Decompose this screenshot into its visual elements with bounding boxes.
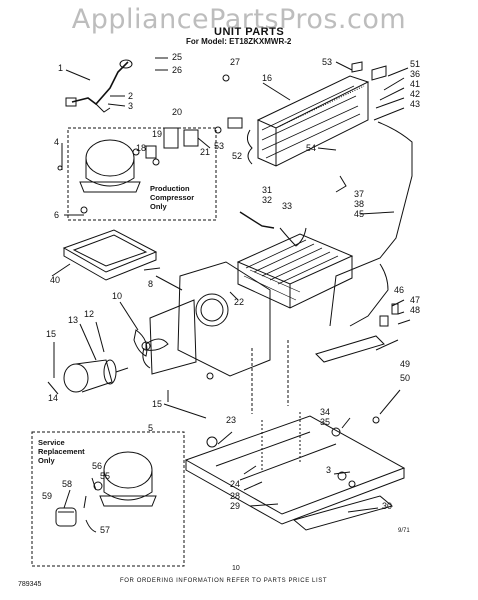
callout-53b: 53 — [214, 141, 225, 151]
callout-25: 25 — [172, 52, 183, 62]
callout-33: 33 — [282, 201, 293, 211]
callout-30: 30 — [382, 501, 393, 511]
callout-1: 1 — [58, 63, 64, 73]
callout-2: 2 — [128, 91, 134, 101]
callout-47: 47 — [410, 295, 421, 305]
rail-part — [292, 495, 394, 531]
callout-29: 29 — [230, 501, 241, 511]
diagram-date: 9/71 — [398, 528, 410, 534]
callout-21: 21 — [200, 147, 211, 157]
callout-19: 19 — [152, 129, 163, 139]
document-code: 789345 — [18, 581, 42, 588]
callout-31: 31 — [262, 185, 273, 195]
production-note-line3: Only — [150, 202, 167, 211]
callout-53a: 53 — [322, 57, 333, 67]
mounting-rail-part — [315, 335, 385, 363]
service-note-line1: Service — [38, 438, 65, 447]
callout-23: 23 — [226, 415, 237, 425]
production-compressor-part — [79, 139, 141, 193]
callout-40: 40 — [50, 275, 61, 285]
service-note-line3: Only — [38, 456, 55, 465]
callout-46: 46 — [394, 285, 405, 295]
callout-24: 24 — [230, 479, 241, 489]
evaporator-part — [236, 233, 354, 309]
service-note-line2: Replacement — [38, 447, 85, 456]
callout-52: 52 — [232, 151, 243, 161]
callout-38: 38 — [354, 199, 365, 209]
service-note: Service Replacement Only — [38, 438, 85, 465]
callout-8: 8 — [148, 279, 154, 289]
callout-57: 57 — [100, 525, 111, 535]
fan-motor-part — [63, 359, 129, 393]
callout-41: 41 — [410, 79, 421, 89]
callout-12: 12 — [84, 309, 95, 319]
callout-37: 37 — [354, 189, 365, 199]
drain-pan-part — [62, 229, 158, 281]
callout-34: 34 — [320, 407, 331, 417]
callout-43: 43 — [410, 99, 421, 109]
callout-22: 22 — [234, 297, 245, 307]
callout-51: 51 — [410, 59, 421, 69]
callout-6: 6 — [54, 210, 60, 220]
callout-14: 14 — [48, 393, 59, 403]
callout-35: 35 — [320, 417, 331, 427]
callout-3b: 3 — [326, 465, 332, 475]
production-note: Production Compressor Only — [150, 184, 194, 211]
condenser-fan-part — [133, 329, 169, 369]
callout-13: 13 — [68, 315, 79, 325]
callout-50: 50 — [400, 373, 411, 383]
callout-16: 16 — [262, 73, 273, 83]
callout-27: 27 — [230, 57, 241, 67]
ordering-info: FOR ORDERING INFORMATION REFER TO PARTS … — [120, 578, 328, 584]
callout-45: 45 — [354, 209, 365, 219]
callout-54: 54 — [306, 143, 317, 153]
service-compressor-part — [93, 451, 157, 507]
callout-58: 58 — [62, 479, 73, 489]
callout-20: 20 — [172, 107, 183, 117]
callout-18: 18 — [136, 143, 147, 153]
callout-49: 49 — [400, 359, 411, 369]
callout-28: 28 — [230, 491, 241, 501]
base-frame-part — [184, 340, 406, 525]
callout-36: 36 — [410, 69, 421, 79]
fan-bracket-part — [149, 261, 271, 377]
relay-parts — [145, 127, 211, 159]
callout-42: 42 — [410, 89, 421, 99]
model-subtitle: For Model: ET18ZKXMWR-2 — [186, 37, 292, 46]
relay-overload-part — [55, 507, 77, 527]
production-note-line1: Production — [150, 184, 190, 193]
callout-15a: 15 — [46, 329, 57, 339]
callout-56: 56 — [92, 461, 103, 471]
capillary-tube — [329, 121, 413, 327]
page-number: 10 — [232, 565, 240, 572]
callout-10: 10 — [112, 291, 123, 301]
callout-55: 55 — [100, 471, 111, 481]
callout-15b: 15 — [152, 399, 163, 409]
callout-26: 26 — [172, 65, 183, 75]
callout-3: 3 — [128, 101, 134, 111]
service-compressor-box — [31, 431, 185, 567]
power-cord-part — [65, 59, 133, 113]
callout-59: 59 — [42, 491, 53, 501]
callout-5: 5 — [148, 423, 154, 433]
condenser-part — [246, 75, 370, 167]
callout-32: 32 — [262, 195, 273, 205]
bracket-52-part — [227, 117, 243, 129]
callout-48: 48 — [410, 305, 421, 315]
page-title: UNIT PARTS — [214, 26, 285, 38]
production-note-line2: Compressor — [150, 193, 195, 202]
callout-4: 4 — [54, 137, 60, 147]
